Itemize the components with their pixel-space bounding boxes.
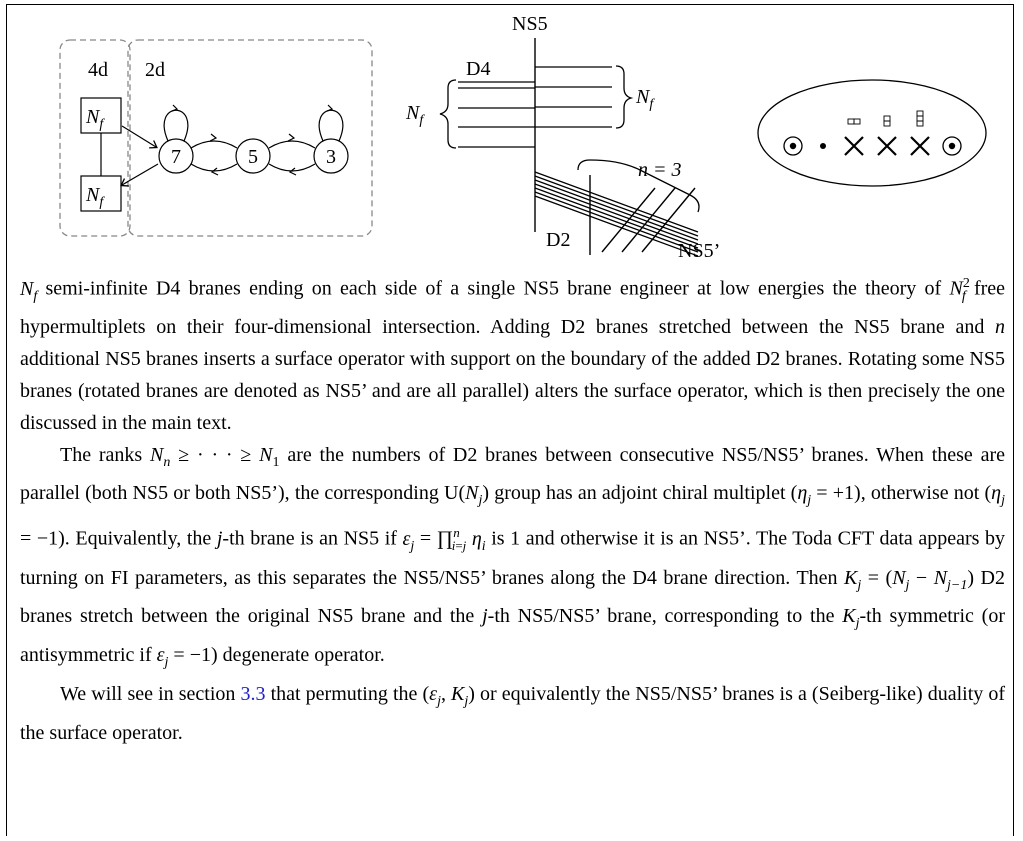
degenerate-puncture-3: [910, 136, 930, 156]
region-4d: [59, 39, 131, 237]
nf-right-label: Nf: [635, 86, 655, 112]
figure: 4d 2d Nf Nf 7 5 3 NS5 D: [59, 13, 987, 262]
arrow-5-to-3-head: [287, 133, 296, 142]
brace-n: [577, 159, 700, 213]
flavor-box-top: [80, 97, 122, 134]
gauge-node-5-label: 5: [248, 146, 258, 168]
full-puncture-left-dot: [789, 142, 797, 150]
gauge-node-7: [158, 138, 194, 174]
d2-label: D2: [546, 229, 570, 251]
ns5-label: NS5: [512, 13, 548, 35]
label-2d: 2d: [145, 59, 165, 81]
d2-brane-4: [534, 183, 699, 245]
ns5prime-3: [641, 187, 696, 253]
d2-brane-1: [534, 171, 699, 233]
flavor-box-bottom: [80, 175, 122, 212]
simple-puncture: [820, 143, 826, 149]
arrow-flavor-to-7: [121, 125, 158, 149]
young-diagram-column-3: [916, 110, 924, 127]
arrow-7-to-5: [190, 140, 238, 149]
degenerate-puncture-1: [844, 136, 864, 156]
nf-left-label: Nf: [405, 102, 425, 128]
brace-left: [439, 79, 457, 149]
arrow-3-to-5-head: [288, 167, 297, 176]
young-diagram-column-2: [883, 115, 891, 127]
region-2d: [127, 39, 373, 237]
young-diagram-row: [847, 118, 861, 125]
paragraph-3: We will see in section 3.3 that permutin…: [20, 683, 1006, 744]
n-label: n = 3: [638, 159, 682, 181]
gauge-node-5: [235, 138, 271, 174]
brane-diagram: NS5 D4 Nf Nf n = 3 D2: [405, 13, 720, 262]
arrow-7-to-flavor: [120, 163, 159, 187]
adjoint-loop-3: [318, 109, 344, 142]
d4-label: D4: [466, 58, 490, 80]
ns5prime-2: [621, 187, 676, 253]
d2-brane-3: [534, 179, 699, 241]
brace-right: [615, 65, 634, 129]
d2-brane-5: [534, 187, 699, 249]
ns5prime-1: [601, 187, 656, 253]
d2-brane-6: [534, 191, 699, 253]
flavor-box-top-label: Nf: [85, 106, 105, 132]
arrow-5-to-3: [268, 140, 316, 149]
figure-frame: [6, 4, 1014, 836]
full-puncture-right-dot: [948, 142, 956, 150]
sphere-outline: [757, 79, 987, 187]
ns5prime-label: NS5’: [678, 240, 720, 262]
d2-brane-7: [534, 195, 699, 257]
adjoint-loop-7-head: [171, 104, 179, 112]
paragraph-1: Nf semi-infinite D4 branes ending on eac…: [20, 276, 1006, 434]
d2-brane-2: [534, 175, 699, 237]
arrow-7-to-5-head: [209, 133, 218, 142]
flavor-box-bottom-label: Nf: [85, 184, 105, 210]
adjoint-loop-7: [163, 109, 189, 142]
full-puncture-left: [783, 136, 803, 156]
adjoint-loop-3-head: [326, 104, 334, 112]
punctured-sphere: [757, 79, 987, 187]
arrow-5-to-7-head: [210, 167, 219, 176]
gauge-node-3: [313, 138, 349, 174]
gauge-node-3-label: 3: [326, 146, 336, 168]
full-puncture-right: [942, 136, 962, 156]
caption-text: Nf semi-infinite D4 branes ending on eac…: [20, 268, 1005, 750]
quiver-diagram: 4d 2d Nf Nf 7 5 3: [59, 39, 373, 237]
paragraph-2: The ranks Nn ≥ · · · ≥ N1 are the number…: [20, 443, 1006, 671]
gauge-node-7-label: 7: [171, 146, 181, 168]
label-4d: 4d: [88, 59, 108, 81]
degenerate-puncture-2: [877, 136, 897, 156]
section-link[interactable]: 3.3: [240, 683, 266, 706]
